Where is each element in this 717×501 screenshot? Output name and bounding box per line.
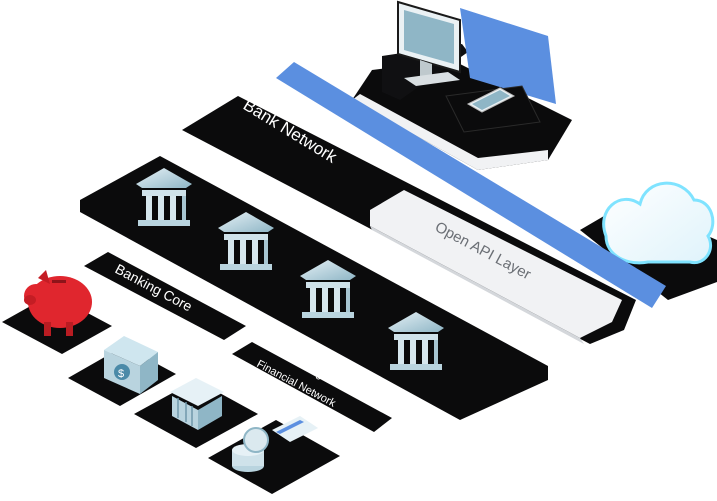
- banknote-icon: $: [104, 336, 158, 394]
- bank-building-icon: [218, 212, 274, 270]
- devices-platform: [352, 0, 572, 170]
- bank-building-icon: [300, 260, 356, 318]
- monitor-icon: [397, 0, 461, 86]
- piggy-bank-icon: [24, 270, 92, 336]
- cloud-platform: [580, 181, 717, 300]
- bank-network-accent-strip: [276, 62, 666, 308]
- credit-card-icon: [272, 416, 318, 442]
- smartphone-icon: [466, 87, 516, 113]
- piggy-bank-tile: [2, 270, 112, 354]
- coin-stack-icon: [232, 427, 269, 472]
- banknote-tile: $: [68, 336, 176, 406]
- storefront-icon: [170, 378, 224, 430]
- bank-building-icon: [136, 168, 192, 226]
- cloud-icon: [602, 181, 715, 265]
- devices-backdrop-panel: [460, 8, 556, 104]
- financial-network-platform: [80, 156, 548, 420]
- svg-text:$: $: [118, 368, 124, 380]
- bank-building-icon: [388, 312, 444, 370]
- coins-card-tile: [208, 416, 340, 494]
- storefront-tile: [134, 378, 258, 448]
